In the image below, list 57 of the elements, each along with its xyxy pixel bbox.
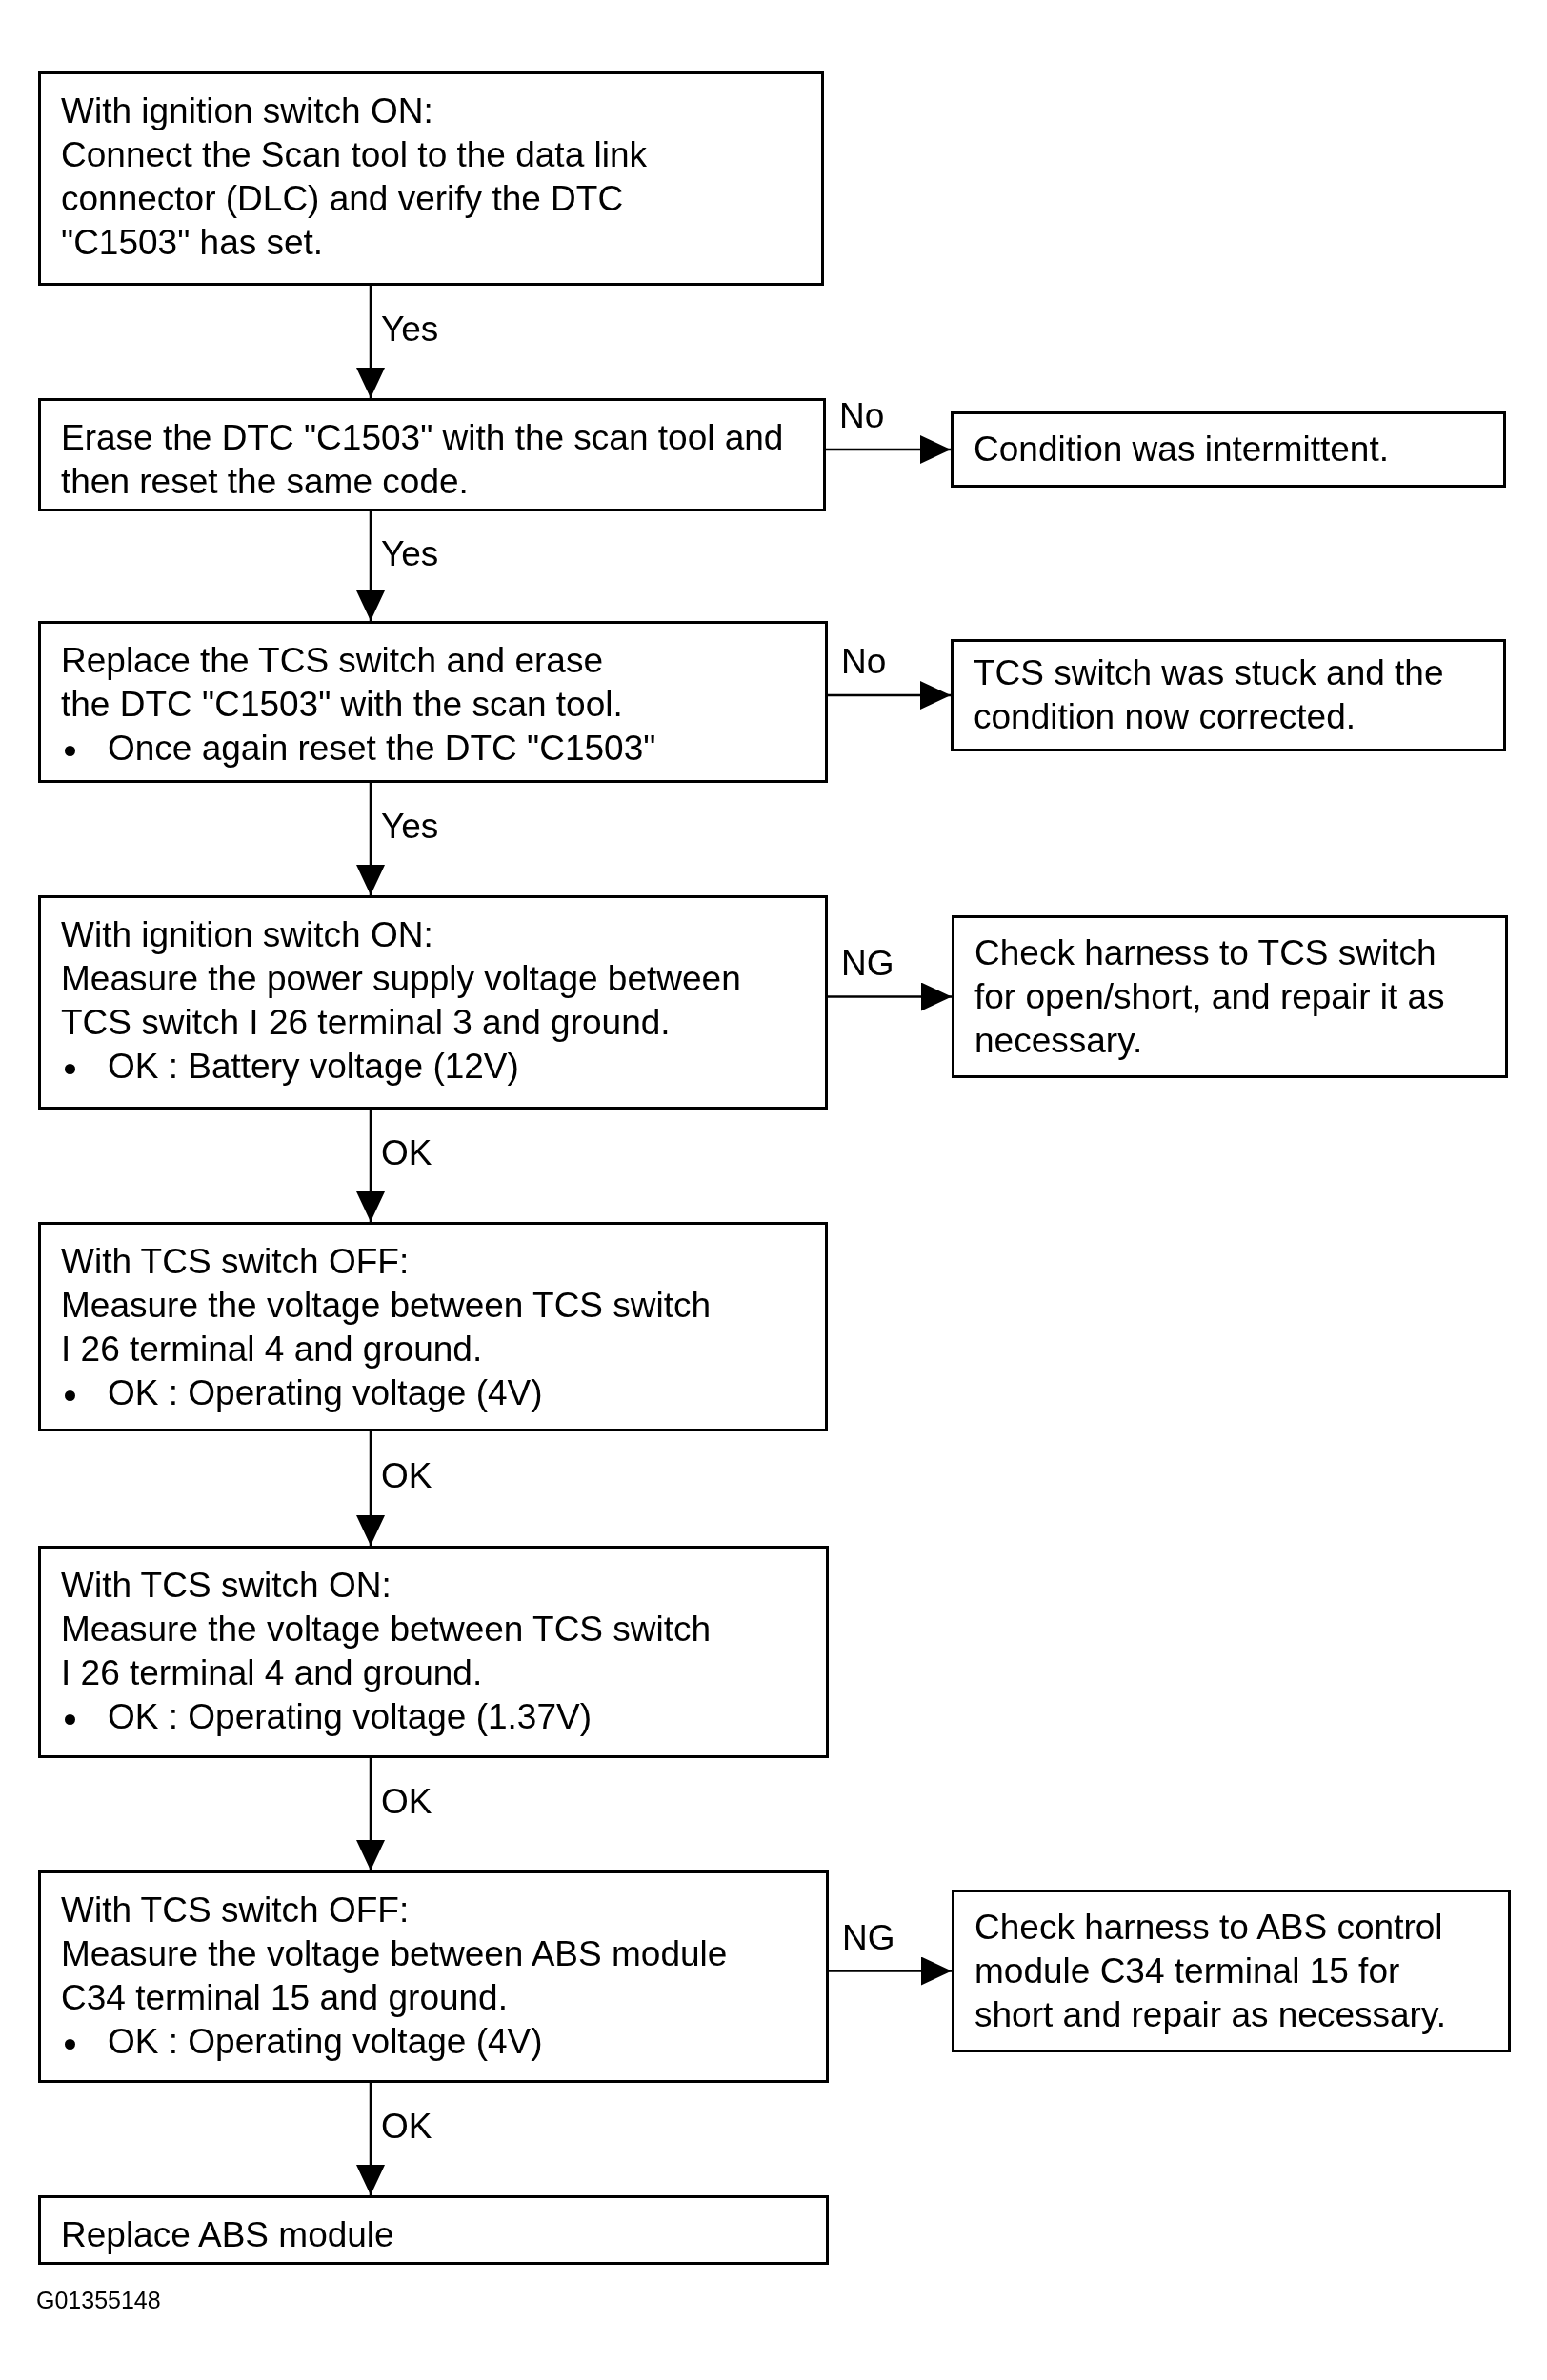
edge-label: Yes	[381, 806, 439, 848]
result-box	[951, 411, 1506, 488]
step-box	[38, 895, 828, 1110]
arrow	[828, 982, 952, 1011]
edge-label: NG	[841, 942, 894, 985]
step-text: Condition was intermittent.	[974, 429, 1390, 470]
edge-label: OK	[381, 1455, 432, 1497]
step-box	[38, 398, 826, 511]
figure-code: G01355148	[36, 2286, 161, 2314]
edge-label: Yes	[381, 532, 439, 575]
step-box	[38, 2195, 829, 2265]
edge-label: Yes	[381, 309, 439, 350]
step-heading: With TCS switch OFF:	[61, 1241, 411, 1283]
step-box	[38, 1546, 829, 1758]
step-text: Measure the voltage between TCS switch I 26 terminal 4 and ground.	[61, 1609, 713, 1694]
step-text: Check harness to TCS switch for open/short, and repair it as necessary.	[974, 931, 1446, 1062]
arrow	[356, 1758, 385, 1870]
arrow	[356, 2083, 385, 2195]
step-text: Check harness to ABS control module C34 terminal 15 for short and repair as necessary.	[974, 1906, 1447, 2036]
edge-label: OK	[381, 1781, 432, 1823]
result-box	[952, 1890, 1511, 2052]
arrow	[829, 1956, 952, 1986]
arrow	[356, 511, 385, 621]
step-box	[38, 71, 824, 286]
arrow	[356, 783, 385, 895]
step-text: Replace the TCS switch and erase the DTC "C1503" with the scan tool.	[61, 640, 624, 726]
step-text: Measure the power supply voltage between TCS switch I 26 terminal 3 and ground.	[61, 958, 742, 1044]
arrow	[356, 1110, 385, 1222]
step-text: Connect the Scan tool to the data link connector (DLC) and verify the DTC "C1503" has set.	[61, 134, 649, 264]
step-heading: With TCS switch OFF:	[61, 1890, 411, 1931]
step-text: Erase the DTC "C1503" with the scan tool and then reset the same code.	[61, 417, 785, 503]
edge-label: NG	[842, 1916, 895, 1959]
check-result-text: OK : Operating voltage (4V)	[108, 2021, 543, 2063]
edge-label: No	[839, 395, 885, 437]
result-box	[951, 639, 1506, 751]
result-box	[952, 915, 1508, 1078]
step-box	[38, 1870, 829, 2083]
check-result-text: OK : Operating voltage (1.37V)	[108, 1696, 592, 1738]
arrow	[828, 681, 951, 710]
edge-label: No	[841, 641, 887, 683]
step-box	[38, 1222, 828, 1431]
check-result-text: Once again reset the DTC "C1503"	[108, 728, 656, 770]
edge-label: OK	[381, 1132, 432, 1174]
arrow	[356, 286, 385, 398]
edge-label: OK	[381, 2106, 432, 2148]
step-text: Replace ABS module	[61, 2214, 395, 2256]
step-text: Measure the voltage between ABS module C34 terminal 15 and ground.	[61, 1933, 729, 2019]
check-result-text: OK : Battery voltage (12V)	[108, 1046, 519, 1088]
step-box	[38, 621, 828, 783]
step-heading: With ignition switch ON:	[61, 90, 434, 132]
step-text: Measure the voltage between TCS switch I 26 terminal 4 and ground.	[61, 1285, 713, 1370]
arrow	[356, 1431, 385, 1546]
arrow	[826, 435, 951, 464]
step-heading: With TCS switch ON:	[61, 1565, 392, 1607]
step-heading: With ignition switch ON:	[61, 914, 434, 956]
check-result-text: OK : Operating voltage (4V)	[108, 1372, 543, 1414]
step-text: TCS switch was stuck and the condition now corrected.	[974, 652, 1445, 738]
